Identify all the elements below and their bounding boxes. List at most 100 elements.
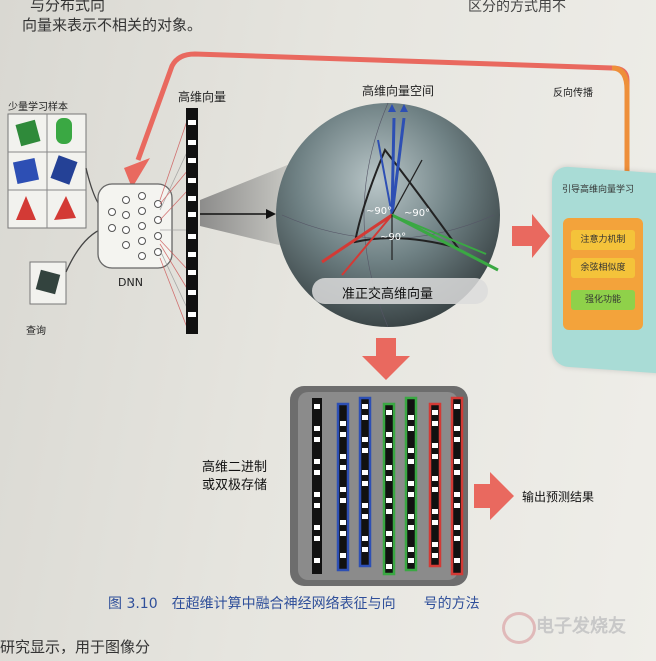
orthogonal-triangle bbox=[353, 148, 461, 250]
storage-bit bbox=[314, 426, 320, 431]
hd-vector-label: 高维向量 bbox=[178, 90, 227, 104]
storage-bit bbox=[340, 553, 346, 558]
storage-bit bbox=[340, 498, 346, 503]
storage-bit bbox=[386, 498, 392, 503]
storage-bit bbox=[454, 558, 460, 563]
storage-bit bbox=[454, 536, 460, 541]
panel-title: 引导高维向量学习 bbox=[562, 185, 635, 195]
storage-columns bbox=[312, 396, 464, 576]
storage-bit bbox=[340, 454, 346, 459]
top-text-line1: 与分布式向 bbox=[30, 0, 106, 14]
storage-bit bbox=[314, 492, 320, 497]
bottom-text: 研究显示，用于图像分 bbox=[0, 638, 151, 656]
green-vector bbox=[391, 213, 499, 272]
storage-bit bbox=[432, 476, 438, 481]
arrow-to-panel bbox=[512, 214, 550, 258]
dnn-label: DNN bbox=[118, 276, 143, 289]
query-label: 查询 bbox=[26, 326, 46, 337]
quasi-orth-label-bg bbox=[312, 278, 488, 304]
watermark-text: 电子发烧友 bbox=[536, 616, 626, 637]
fan-lines bbox=[159, 117, 189, 331]
panel-item-attention: 注意力机制 bbox=[571, 230, 635, 250]
storage-bit bbox=[454, 470, 460, 475]
blue-vector-2 bbox=[390, 117, 406, 216]
storage-bit bbox=[340, 487, 346, 492]
storage-bit bbox=[454, 503, 460, 508]
red-pyramid-icon-2 bbox=[54, 196, 76, 220]
storage-bit bbox=[386, 542, 392, 547]
storage-bit bbox=[314, 558, 320, 563]
storage-bit bbox=[362, 448, 368, 453]
storage-bit bbox=[386, 509, 392, 514]
storage-bit bbox=[340, 421, 346, 426]
storage-bit bbox=[408, 481, 414, 486]
panel-item-cosine: 余弦相似度 bbox=[571, 258, 635, 278]
hd-space-label: 高维向量空间 bbox=[362, 84, 435, 98]
panel-item-reinforce: 强化功能 bbox=[571, 290, 635, 310]
blue-vector bbox=[390, 117, 396, 216]
storage-column-green bbox=[382, 402, 396, 576]
storage-bit bbox=[314, 503, 320, 508]
storage-bit bbox=[314, 404, 320, 409]
storage-label-line1: 高维二进制 bbox=[202, 460, 268, 475]
storage-bit bbox=[314, 536, 320, 541]
storage-bit bbox=[408, 448, 414, 453]
top-text-line2: 向量来表示不相关的对象。 bbox=[22, 16, 203, 34]
storage-bit bbox=[432, 454, 438, 459]
storage-bit bbox=[454, 426, 460, 431]
top-text-line1-right: 区分的方式用不 bbox=[468, 0, 566, 15]
storage-bit bbox=[314, 470, 320, 475]
projection-cone bbox=[200, 160, 300, 250]
storage-bit bbox=[340, 432, 346, 437]
storage-bit bbox=[362, 437, 368, 442]
storage-label-line2: 或双极存储 bbox=[202, 478, 268, 493]
storage-bit bbox=[362, 514, 368, 519]
storage-bit bbox=[340, 465, 346, 470]
storage-bit bbox=[314, 459, 320, 464]
storage-bit bbox=[386, 476, 392, 481]
storage-bit bbox=[432, 421, 438, 426]
green-cylinder-icon bbox=[56, 118, 72, 144]
storage-bit bbox=[362, 470, 368, 475]
storage-bit bbox=[362, 547, 368, 552]
quasi-orth-label: 准正交高维向量 bbox=[342, 287, 434, 302]
storage-bit bbox=[454, 437, 460, 442]
arrow-down bbox=[362, 338, 410, 380]
storage-bit bbox=[432, 542, 438, 547]
dark-cube-icon bbox=[35, 269, 61, 295]
angle-label-1: ~90° bbox=[366, 206, 393, 217]
storage-bit bbox=[408, 558, 414, 563]
few-shot-label: 少量学习样本 bbox=[8, 102, 68, 113]
storage-column-red bbox=[450, 396, 464, 576]
storage-bit bbox=[386, 443, 392, 448]
storage-bit bbox=[314, 437, 320, 442]
blue-cube-icon bbox=[12, 157, 40, 185]
storage-bit bbox=[432, 553, 438, 558]
storage-bit bbox=[408, 415, 414, 420]
storage-bit bbox=[454, 404, 460, 409]
angle-label-2: ~90° bbox=[404, 208, 431, 219]
storage-column-black bbox=[312, 398, 322, 574]
storage-bit bbox=[408, 492, 414, 497]
sample-grid bbox=[7, 113, 87, 229]
angle-label-3: ~90° bbox=[380, 232, 407, 243]
watermark-logo-icon bbox=[502, 612, 536, 644]
storage-bit bbox=[386, 410, 392, 415]
storage-bit bbox=[386, 465, 392, 470]
hd-space-sphere bbox=[276, 103, 500, 327]
blue-box-icon bbox=[50, 155, 78, 185]
storage-bit bbox=[408, 514, 414, 519]
storage-bit bbox=[432, 487, 438, 492]
storage-bit bbox=[408, 426, 414, 431]
storage-bit bbox=[432, 520, 438, 525]
green-cube-icon bbox=[15, 119, 41, 147]
storage-bit bbox=[340, 531, 346, 536]
output-label: 输出预测结果 bbox=[522, 490, 595, 504]
storage-bit bbox=[408, 525, 414, 530]
storage-bit bbox=[432, 410, 438, 415]
storage-bit bbox=[362, 503, 368, 508]
dnn-box bbox=[97, 183, 173, 269]
storage-bit bbox=[432, 509, 438, 514]
backprop-line-right bbox=[611, 65, 630, 200]
